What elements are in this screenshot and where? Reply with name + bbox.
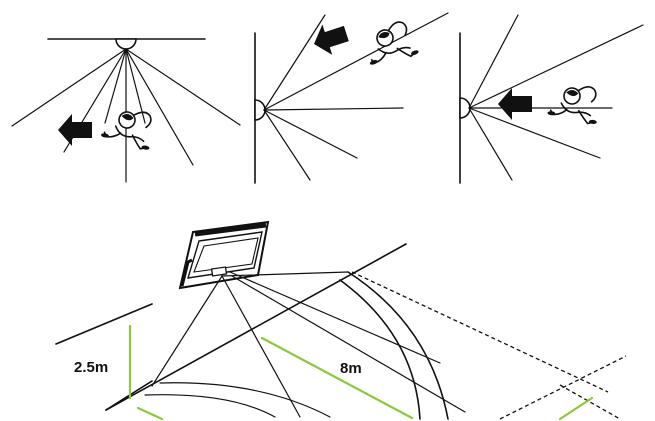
- left-arrow-icon: [309, 18, 352, 60]
- floodlight-detection-scene: 2.5m 8m: [55, 220, 627, 421]
- walking-person-icon: [358, 18, 421, 72]
- wall-sensor-panel-diagonal: [254, 12, 449, 184]
- wall-sensor-panel-horizontal: [459, 14, 644, 184]
- walking-person-icon: [546, 82, 601, 126]
- mounting-height-label: 2.5m: [74, 359, 108, 376]
- left-arrow-icon: [58, 114, 92, 146]
- detection-range-label: 8m: [340, 360, 362, 377]
- left-arrow-icon: [498, 88, 532, 120]
- floodlight-icon: [178, 220, 270, 290]
- ceiling-sensor-panel: [11, 38, 241, 183]
- motion-sensor-icon: [115, 38, 137, 50]
